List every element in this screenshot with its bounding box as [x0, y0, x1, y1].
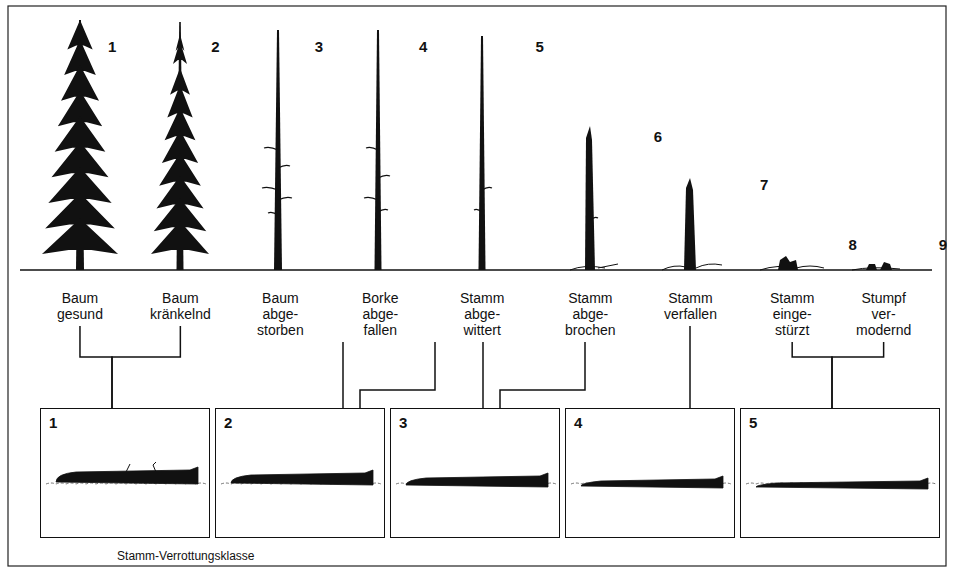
class-connector: [482, 342, 484, 408]
log-shape: [406, 473, 548, 487]
stage-label: Stamm abge- wittert: [458, 290, 506, 338]
decay-class-box: 1: [40, 408, 210, 538]
callout-number: 5: [535, 38, 543, 55]
callout-number: 1: [108, 38, 116, 55]
branch-stub: [378, 209, 388, 212]
stage-text: Stamm abge- wittert: [460, 290, 504, 338]
class-connector: [792, 342, 832, 408]
branch-stub: [262, 187, 278, 190]
debris: [570, 264, 618, 270]
stage-text: Stamm verfallen: [664, 290, 717, 322]
stage-text: Borke abge- fallen: [362, 290, 399, 338]
callout-number: 7: [760, 176, 768, 193]
stage-text: Stumpf ver- modernd: [856, 290, 911, 338]
class-connector: [360, 342, 435, 408]
class-connector: [112, 326, 180, 408]
branch-stub: [482, 187, 492, 190]
class-connector: [80, 326, 112, 408]
broken-trunk: [585, 126, 595, 270]
callout-number: 3: [315, 38, 323, 55]
class-number: 3: [399, 414, 407, 431]
spruce-tier: [42, 218, 118, 254]
stage-text: Stamm einge- stürzt: [770, 290, 814, 338]
stage-label: Borke abge- fallen: [360, 290, 401, 338]
decayed-trunk: [684, 178, 696, 270]
decay-class-box: 5: [740, 408, 940, 538]
stage-label: Baum abge- storben: [255, 290, 306, 338]
debris: [852, 268, 900, 270]
log-illustrations: [46, 462, 936, 489]
callout-number: 6: [654, 128, 662, 145]
callout-number: 9: [939, 236, 947, 253]
branch-stub: [126, 462, 156, 472]
log-shape: [581, 476, 723, 488]
stage-label: Stamm verfallen: [662, 290, 719, 322]
stage-label: Stamm einge- stürzt: [768, 290, 816, 338]
stage-label: Baum kränkelnd: [148, 290, 213, 322]
debris: [662, 264, 722, 270]
callout-number: 8: [848, 236, 856, 253]
decay-class-box: 2: [215, 408, 385, 538]
stage-text: Baum kränkelnd: [150, 290, 211, 322]
class-number: 5: [749, 414, 757, 431]
class-connector: [832, 342, 884, 408]
decay-class-box: 4: [565, 408, 735, 538]
spruce-tier: [151, 221, 209, 254]
branch-stub: [378, 175, 390, 178]
tree-trunk: [479, 36, 486, 270]
spruce-tier: [173, 41, 187, 64]
branch-stub: [364, 197, 378, 200]
branch-stub: [590, 217, 598, 220]
callout-number: 2: [211, 38, 219, 55]
log-shape: [231, 470, 373, 485]
stage-label: Stamm abge- brochen: [563, 290, 618, 338]
branch-stub: [278, 165, 290, 168]
callout-number: 4: [419, 38, 427, 55]
tree-silhouettes: [42, 20, 900, 270]
stage-text: Stamm abge- brochen: [565, 290, 616, 338]
caption-text: Stamm-Verrottungsklasse: [117, 549, 254, 563]
branch-stub: [278, 197, 292, 200]
stage-label: Stumpf ver- modernd: [854, 290, 913, 338]
stage-text: Baum gesund: [57, 290, 103, 322]
branch-stub: [366, 147, 378, 150]
class-connector: [342, 342, 344, 408]
rotting-stump: [866, 262, 892, 270]
branch-stub: [474, 209, 482, 212]
class-number: 1: [49, 414, 57, 431]
stage-label: Baum gesund: [55, 290, 105, 322]
class-connector: [500, 342, 585, 408]
branch-stub: [264, 147, 278, 150]
class-connector: [689, 326, 691, 408]
class-number: 4: [574, 414, 582, 431]
decay-class-box: 3: [390, 408, 560, 538]
stage-text: Baum abge- storben: [257, 290, 304, 338]
log-shape: [756, 478, 928, 489]
debris: [760, 266, 824, 270]
outer-frame: [8, 6, 946, 566]
class-number: 2: [224, 414, 232, 431]
branch-stub: [268, 212, 278, 215]
